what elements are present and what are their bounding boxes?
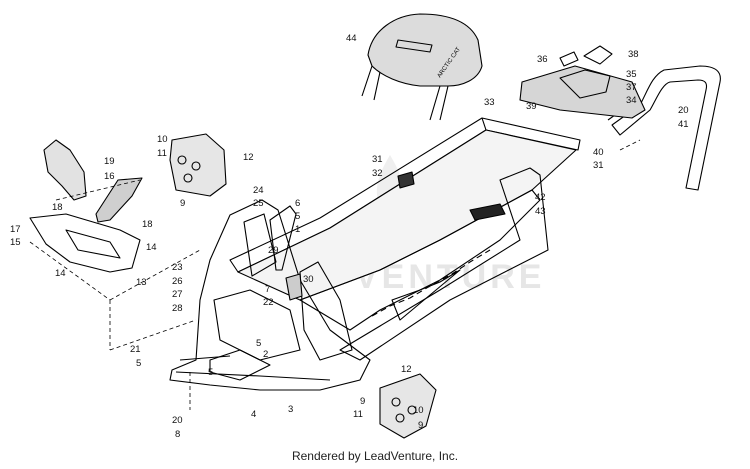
callout-36: 36: [537, 54, 548, 65]
callout-3: 3: [288, 404, 293, 415]
callout-29: 29: [268, 245, 279, 256]
callout-32: 32: [372, 168, 383, 179]
callout-40: 40: [593, 147, 604, 158]
callout-35: 35: [626, 69, 637, 80]
lower-bracket-part: [379, 373, 437, 439]
upper-bracket-part: [169, 133, 227, 197]
seat-back-part: ARCTIC CAT: [361, 13, 483, 121]
side-rail-part: [339, 167, 549, 361]
callout-6: 6: [295, 198, 300, 209]
left-bracket-parts: [29, 139, 143, 273]
callout-41: 41: [678, 119, 689, 130]
callout-15: 15: [10, 237, 21, 248]
callout-20-bottom: 20: [172, 415, 183, 426]
callout-9-lowest: 9: [418, 420, 423, 431]
callout-9-top: 9: [180, 198, 185, 209]
callout-17: 17: [10, 224, 21, 235]
callout-10-bottom: 10: [413, 405, 424, 416]
callout-13: 13: [136, 277, 147, 288]
callout-38: 38: [628, 49, 639, 60]
callout-labels: 44 36 38 35 37 34 33 39 20 41 40 31 31 3…: [10, 33, 689, 440]
callout-22: 22: [263, 297, 274, 308]
callout-23: 23: [172, 262, 183, 273]
steering-post-parts: [269, 171, 415, 301]
callout-12-bottom: 12: [401, 364, 412, 375]
callout-11-bottom: 11: [353, 409, 363, 420]
callout-44: 44: [346, 33, 357, 44]
callout-28: 28: [172, 303, 183, 314]
callout-18-left: 18: [52, 202, 63, 213]
callout-31: 31: [372, 154, 383, 165]
callout-24: 24: [253, 185, 264, 196]
callout-30: 30: [303, 274, 314, 285]
callout-25: 25: [253, 198, 264, 209]
callout-14-right: 14: [146, 242, 157, 253]
callout-11-top: 11: [157, 148, 167, 159]
callout-27: 27: [172, 289, 183, 300]
callout-8: 8: [175, 429, 180, 440]
callout-31-rear: 31: [593, 160, 604, 171]
callout-2: 2: [263, 349, 268, 360]
callout-26: 26: [172, 276, 183, 287]
front-chassis-part: [169, 199, 371, 391]
callout-42: 42: [535, 192, 546, 203]
callout-43: 43: [535, 206, 546, 217]
rear-rack-part: [519, 45, 646, 119]
callout-33: 33: [484, 97, 495, 108]
callout-21: 21: [130, 344, 141, 355]
callout-18-right: 18: [142, 219, 153, 230]
callout-7: 7: [265, 284, 270, 295]
callout-5-left: 5: [136, 358, 141, 369]
callout-5-mid: 5: [256, 338, 261, 349]
callout-19: 19: [104, 156, 115, 167]
callout-39: 39: [526, 101, 537, 112]
callout-10-top: 10: [157, 134, 168, 145]
callout-5-top: 5: [295, 211, 300, 222]
callout-37: 37: [626, 82, 637, 93]
callout-1: 1: [295, 224, 300, 235]
callout-34: 34: [626, 95, 637, 106]
callout-20: 20: [678, 105, 689, 116]
callout-5-bottom: 5: [208, 367, 213, 378]
render-credit: Rendered by LeadVenture, Inc.: [291, 449, 459, 463]
callout-14-left: 14: [55, 268, 66, 279]
callout-4: 4: [251, 409, 256, 420]
callout-12-top: 12: [243, 152, 254, 163]
callout-9-bottom: 9: [360, 396, 365, 407]
callout-16: 16: [104, 171, 115, 182]
